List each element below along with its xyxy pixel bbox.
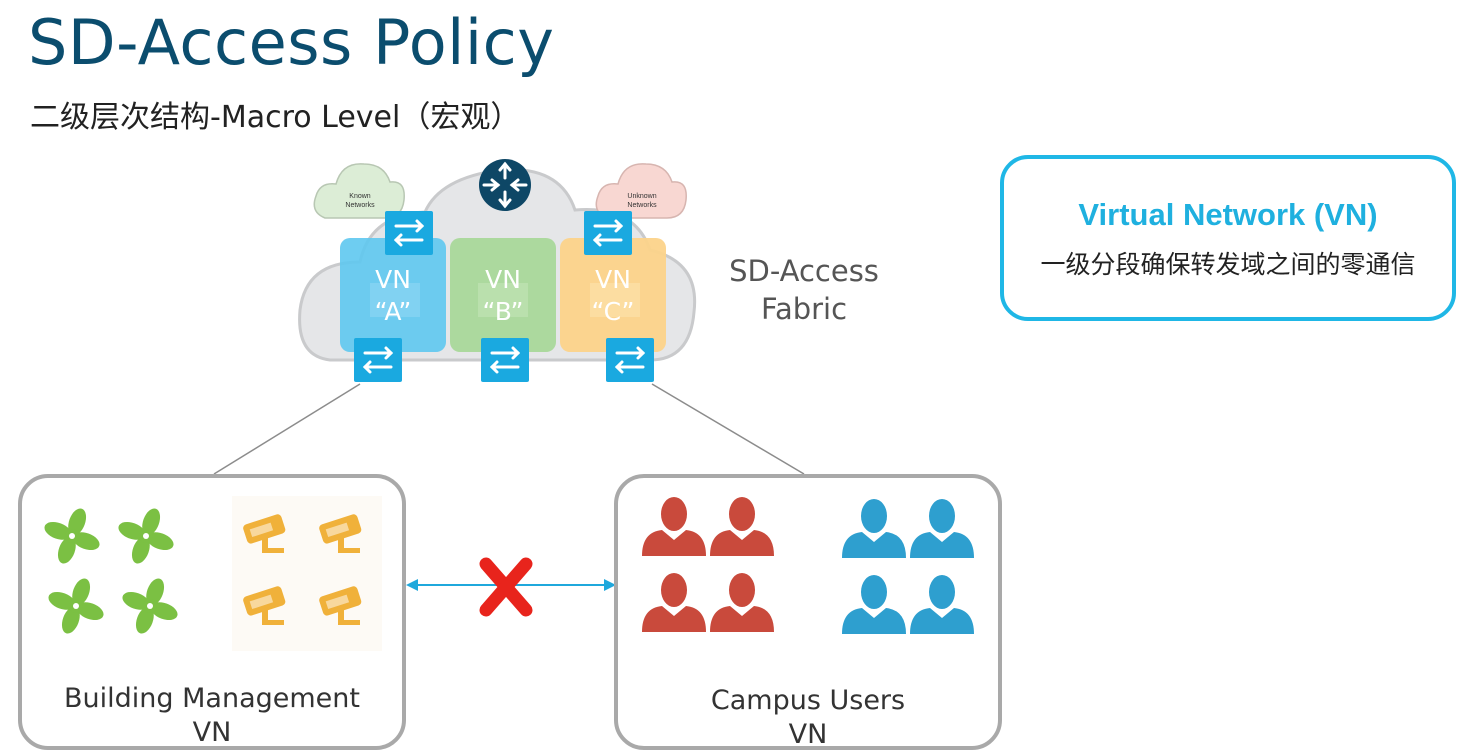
fabric-label: SD-Access Fabric (714, 252, 894, 328)
user-icon (842, 499, 906, 558)
vn-b-name: “B” (483, 297, 524, 326)
router-icon (479, 159, 531, 211)
fan-icon (42, 506, 102, 566)
page-subtitle: 二级层次结构-Macro Level（宏观） (30, 100, 521, 135)
user-icon (710, 573, 774, 632)
vn-b-block: VN “B” (450, 238, 556, 352)
campus-users-group: Campus Users VN (614, 474, 1002, 750)
campus-users-label-line2: VN (788, 719, 828, 750)
building-management-label: Building Management VN (22, 682, 402, 750)
page-title: SD-Access Policy (28, 6, 555, 79)
fan-icon (120, 576, 180, 636)
link-right (651, 383, 805, 475)
user-icon (642, 573, 706, 632)
building-devices (42, 496, 382, 651)
building-management-label-line2: VN (192, 717, 232, 748)
fabric-label-line2: Fabric (760, 292, 848, 326)
switch-icon-edge-center (479, 336, 531, 384)
block-x-icon (479, 557, 533, 617)
building-management-group: Building Management VN (18, 474, 406, 750)
callout-title: Virtual Network (VN) (1078, 197, 1378, 232)
user-icon (842, 575, 906, 634)
vn-a-label: VN (375, 265, 411, 294)
fan-icon (46, 576, 106, 636)
vn-b-label: VN (485, 265, 521, 294)
campus-users-label: Campus Users VN (618, 684, 998, 752)
switch-icon-edge-left (352, 336, 404, 384)
switch-icon-edge-right (604, 336, 656, 384)
campus-users (642, 497, 974, 634)
link-left (213, 383, 361, 475)
vn-c-name: “C” (592, 297, 635, 326)
user-icon (910, 575, 974, 634)
vn-a-name: “A” (375, 297, 412, 326)
known-networks-cloud: Known Networks (313, 163, 405, 219)
user-icon (642, 497, 706, 556)
switch-icon-border-unknown (582, 209, 634, 257)
unknown-networks-label-1: Unknown (627, 193, 656, 200)
vn-c-label: VN (595, 265, 631, 294)
known-networks-label-1: Known (349, 193, 371, 200)
building-management-label-line1: Building Management (64, 683, 360, 714)
callout-description: 一级分段确保转发域之间的零通信 (1040, 250, 1416, 279)
vn-c-block: VN “C” (560, 238, 666, 352)
fan-icon (116, 506, 176, 566)
vn-definition-callout: Virtual Network (VN) 一级分段确保转发域之间的零通信 (1000, 155, 1456, 321)
fabric-label-line1: SD-Access (729, 254, 879, 288)
vn-a-block: VN “A” (340, 238, 446, 352)
unknown-networks-label-2: Networks (627, 202, 657, 209)
known-networks-label-2: Networks (345, 202, 375, 209)
switch-icon-border-known (383, 209, 435, 257)
campus-users-label-line1: Campus Users (710, 685, 906, 716)
user-icon (910, 499, 974, 558)
user-icon (710, 497, 774, 556)
unknown-networks-cloud: Unknown Networks (595, 163, 687, 219)
